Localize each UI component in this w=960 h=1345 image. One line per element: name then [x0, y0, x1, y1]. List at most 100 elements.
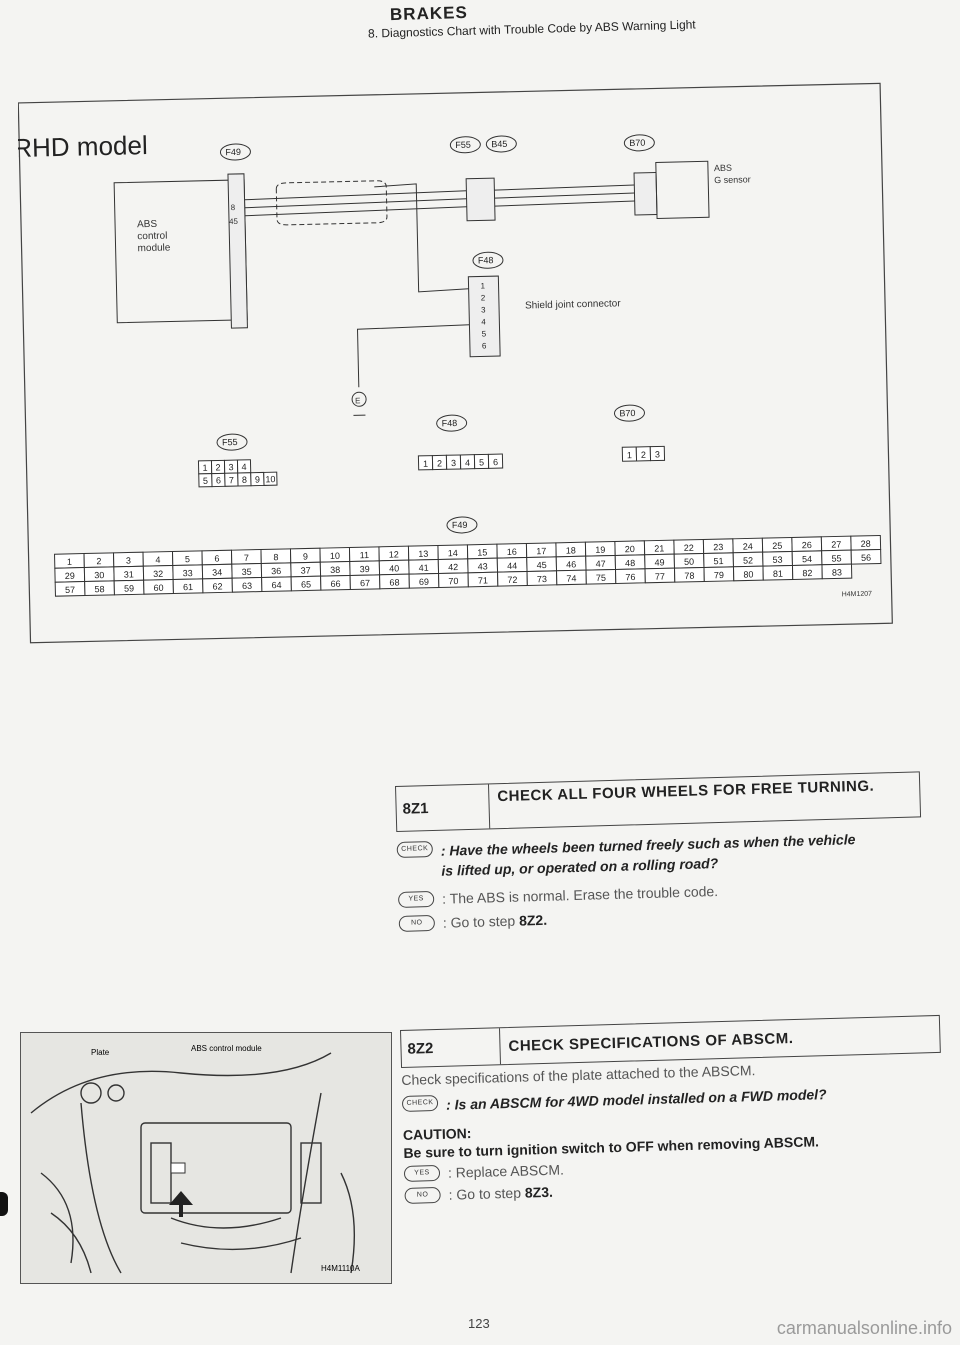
f49-row2-pin: 35	[242, 567, 252, 577]
bubble-f48-top: F48	[478, 255, 494, 265]
abs-module-label-3: module	[137, 242, 170, 254]
f55-row2-pin: 9	[255, 475, 260, 485]
f55-row2-pin: 5	[203, 476, 208, 486]
f49-row1-pin: 16	[507, 547, 517, 557]
f49-row3-pin: 62	[212, 581, 222, 591]
step-8z2-question: : Is an ABSCM for 4WD model installed on…	[445, 1086, 827, 1113]
step-8z1-no-link[interactable]: 8Z2.	[518, 911, 548, 929]
f49-row3-pin: 72	[507, 575, 517, 585]
shield-pin: 4	[481, 317, 486, 326]
f49-row3-cell	[821, 563, 853, 580]
step-8z1-no-text: : Go to step	[442, 912, 520, 931]
f49-row1-pin: 3	[126, 555, 131, 565]
f49-row3-pin: 70	[448, 576, 458, 586]
f49-row3-pin: 60	[153, 583, 163, 593]
f49-row3-pin: 78	[684, 571, 694, 581]
b70-row-cell	[649, 445, 666, 462]
f49-row3-pin: 82	[802, 568, 812, 578]
f48-row-pin: 3	[451, 458, 456, 468]
f49-row2-pin: 29	[65, 571, 75, 581]
shield-joint-connector	[467, 275, 501, 358]
bubble-b45-top: B45	[491, 139, 507, 149]
f49-row3-pin: 65	[301, 579, 311, 589]
absmodule-photo: Plate ABS control module H4M1110A	[20, 1032, 392, 1284]
step-8z2-no-link[interactable]: 8Z3.	[524, 1183, 554, 1201]
f49-row2-pin: 42	[448, 562, 458, 572]
step-8z1-question: : Have the wheels been turned freely suc…	[440, 831, 856, 879]
photo-plate-label: Plate	[91, 1048, 110, 1057]
f55-row2-pin: 7	[229, 475, 234, 485]
module-pin-8: 8	[231, 203, 236, 212]
f49-row1-pin: 10	[330, 551, 340, 561]
f49-row2-pin: 41	[419, 563, 429, 573]
f49-row3-pin: 61	[183, 582, 193, 592]
no-badge: NO	[404, 1186, 441, 1204]
page-number: 123	[468, 1316, 490, 1331]
abs-module-label-1: ABS	[137, 219, 158, 230]
f55-row1-pin: 2	[215, 462, 220, 472]
binding-hole	[0, 1192, 8, 1216]
f55-row2-pin: 10	[265, 474, 275, 484]
check-badge: CHECK	[396, 840, 433, 858]
f48-row-pin: 6	[493, 457, 498, 467]
bubble-b70-top: B70	[629, 138, 645, 148]
step-8z2-yes-text: : Replace ABSCM.	[447, 1161, 565, 1181]
f49-row1-pin: 6	[214, 553, 219, 563]
step-8z1-code: 8Z1	[396, 784, 491, 831]
step-8z2-title: CHECK SPECIFICATIONS OF ABSCM.	[508, 1030, 794, 1055]
yes-badge: YES	[397, 890, 435, 908]
f49-row2-pin: 32	[153, 569, 163, 579]
f49-row2-cell	[850, 548, 882, 565]
f49-row2-pin: 39	[360, 564, 370, 574]
photo-illustration: Plate ABS control module H4M1110A	[30, 1044, 361, 1274]
f49-row2-pin: 31	[124, 569, 134, 579]
f49-row3-pin: 64	[271, 580, 281, 590]
step-8z1-title: CHECK ALL FOUR WHEELS FOR FREE TURNING.	[497, 777, 875, 806]
f49-row3-pin: 68	[389, 577, 399, 587]
f55-row1-pin: 3	[228, 462, 233, 472]
f49-row3-pin: 83	[832, 567, 842, 577]
f49-row2-pin: 47	[596, 559, 606, 569]
shield-pin: 1	[480, 281, 485, 290]
g-sensor-label-1: ABS	[714, 163, 732, 173]
section-title: BRAKES	[389, 2, 469, 25]
shield-pin: 3	[481, 305, 486, 314]
step-8z2-no-text: : Go to step	[448, 1184, 526, 1203]
f49-row2-pin: 52	[743, 555, 753, 565]
f48-row-pin: 4	[465, 458, 470, 468]
f49-row2-pin: 48	[625, 558, 635, 568]
bubble-b70-bottom: B70	[619, 408, 635, 418]
f49-row2-pin: 37	[301, 565, 311, 575]
step-8z2: 8Z2 CHECK SPECIFICATIONS OF ABSCM. Check…	[400, 1014, 941, 1204]
f55-row1-pin: 4	[241, 462, 246, 472]
f49-row2-pin: 56	[861, 553, 871, 563]
photo-figure-code: H4M1110A	[321, 1264, 361, 1273]
f49-row1-pin: 5	[185, 554, 190, 564]
f48-row-cell	[487, 453, 504, 469]
f49-row1-pin: 13	[418, 549, 428, 559]
no-badge: NO	[398, 914, 436, 932]
f49-row3-pin: 69	[419, 577, 429, 587]
f49-row1-pin: 28	[861, 539, 871, 549]
b70-row-pin: 2	[641, 450, 646, 460]
f49-row2-pin: 51	[713, 556, 723, 566]
step-8z1-header: 8Z1 CHECK ALL FOUR WHEELS FOR FREE TURNI…	[395, 771, 922, 832]
f49-row1-pin: 15	[477, 547, 487, 557]
abs-module-label-2: control	[137, 231, 167, 243]
f49-row2-pin: 40	[389, 563, 399, 573]
bubble-f49-bottom: F49	[452, 520, 468, 530]
f49-row2-pin: 44	[507, 561, 517, 571]
f49-row2-pin: 33	[183, 568, 193, 578]
f49-row3-pin: 80	[743, 569, 753, 579]
module-pin-45: 45	[229, 217, 239, 226]
f55-row2-pin: 6	[216, 475, 221, 485]
f49-row2-pin: 45	[537, 560, 547, 570]
f49-row3-pin: 74	[566, 573, 576, 583]
f49-row3-pin: 67	[360, 578, 370, 588]
wiring-diagram: RHD model ABS control module 8 45 F49 F5…	[18, 82, 893, 644]
ground-symbol: E	[355, 396, 361, 405]
f49-row1-pin: 9	[303, 551, 308, 561]
bubble-f48-bottom: F48	[442, 418, 458, 428]
f49-row1-pin: 11	[360, 550, 370, 560]
f49-row1-pin: 4	[155, 555, 160, 565]
